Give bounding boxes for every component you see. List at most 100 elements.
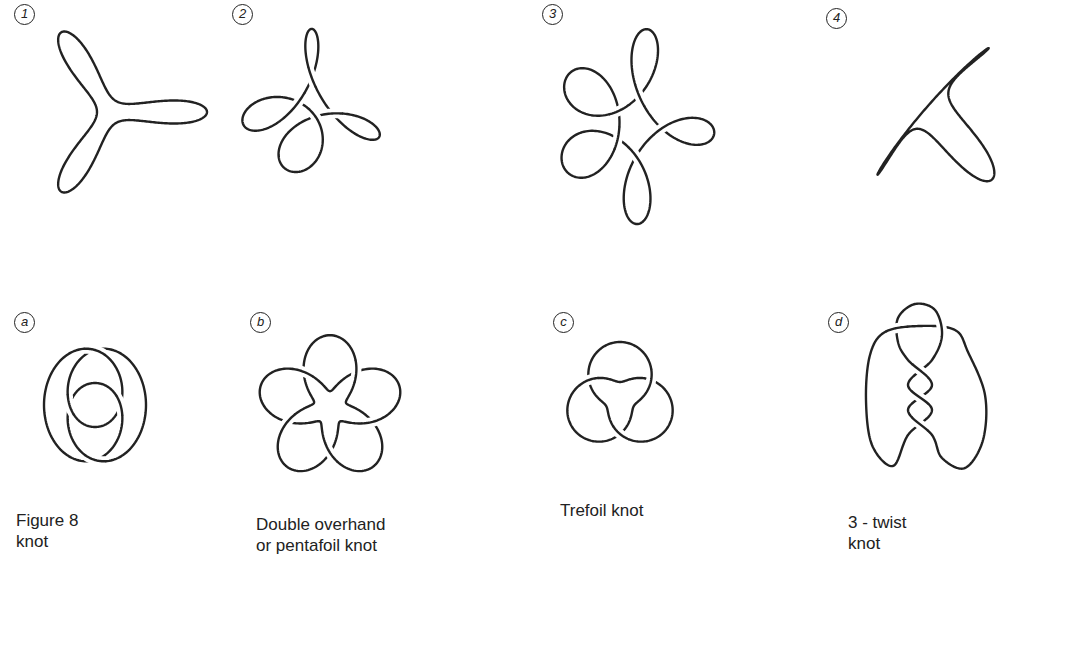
knot-drawing bbox=[562, 29, 715, 224]
crossing-gap bbox=[635, 85, 644, 105]
knot-caption: Figure 8 knot bbox=[16, 510, 98, 552]
knot-crossing bbox=[913, 365, 928, 378]
crossing-gap bbox=[614, 427, 629, 439]
crossing-gap bbox=[629, 148, 642, 166]
knot-crossing bbox=[309, 109, 320, 124]
knot-strand bbox=[44, 349, 146, 462]
over-strand bbox=[629, 148, 642, 166]
knot-crossing bbox=[654, 123, 670, 134]
crossing-gap bbox=[886, 327, 907, 332]
crossing-gap bbox=[654, 123, 670, 134]
callout-letter: 2 bbox=[232, 4, 253, 25]
knot-crossing bbox=[293, 369, 313, 377]
crossing-gap bbox=[325, 443, 337, 461]
knot-crossing bbox=[292, 93, 304, 110]
knot-crossing bbox=[614, 427, 629, 439]
callout-letter: 4 bbox=[826, 8, 847, 29]
knot-crossing bbox=[86, 455, 106, 461]
over-strand bbox=[615, 127, 620, 148]
over-strand bbox=[610, 105, 629, 114]
knot-strand bbox=[58, 32, 207, 193]
knot-drawing bbox=[567, 342, 672, 442]
callout-letter: 1 bbox=[14, 4, 35, 25]
knot-drawing bbox=[58, 32, 207, 193]
knot-drawing bbox=[44, 349, 146, 462]
knot-strand bbox=[877, 48, 994, 181]
over-strand bbox=[117, 396, 123, 415]
knot-crossing bbox=[580, 378, 598, 385]
over-strand bbox=[293, 369, 313, 377]
over-strand bbox=[309, 109, 320, 124]
over-strand bbox=[86, 455, 106, 461]
knot-strand bbox=[562, 29, 715, 224]
crossing-gap bbox=[615, 127, 620, 148]
knot-caption: Trefoil knot bbox=[560, 500, 720, 521]
crossing-gap bbox=[648, 370, 651, 389]
knot-crossing bbox=[912, 418, 927, 431]
over-strand bbox=[85, 349, 105, 355]
over-strand bbox=[355, 361, 357, 382]
over-strand bbox=[912, 391, 929, 404]
crossing-gap bbox=[86, 455, 106, 461]
knot-crossing bbox=[68, 395, 74, 414]
knot-crossing bbox=[635, 85, 644, 105]
over-strand bbox=[614, 427, 629, 439]
knot-crossing bbox=[615, 127, 620, 148]
knot-drawing bbox=[866, 304, 986, 469]
knot-crossing bbox=[912, 391, 929, 404]
crossing-gap bbox=[939, 317, 942, 336]
over-strand bbox=[886, 327, 907, 332]
knot-crossing bbox=[325, 443, 337, 461]
knot-crossing bbox=[281, 415, 294, 432]
crossing-gap bbox=[355, 361, 357, 382]
over-strand bbox=[635, 85, 644, 105]
callout-letter: b bbox=[250, 312, 271, 333]
crossing-gap bbox=[912, 418, 927, 431]
knot-caption: Double overhand or pentafoil knot bbox=[256, 514, 402, 556]
knot-crossing bbox=[886, 327, 907, 332]
knot-crossing bbox=[355, 361, 357, 382]
over-strand bbox=[654, 123, 670, 134]
crossing-gap bbox=[309, 109, 320, 124]
crossing-gap bbox=[912, 391, 929, 404]
crossing-gap bbox=[309, 68, 316, 86]
over-strand bbox=[580, 378, 598, 385]
crossing-gap bbox=[580, 378, 598, 385]
knot-crossing bbox=[309, 68, 316, 86]
knot-strand bbox=[567, 342, 672, 442]
knot-crossing bbox=[362, 418, 383, 424]
knot-drawing bbox=[877, 48, 994, 181]
over-strand bbox=[913, 365, 928, 378]
over-strand bbox=[939, 317, 942, 336]
knot-caption: 3 - twist knot bbox=[848, 512, 924, 554]
knot-crossing bbox=[117, 396, 123, 415]
crossing-gap bbox=[293, 369, 313, 377]
crossing-gap bbox=[85, 349, 105, 355]
callout-letter: 3 bbox=[542, 4, 563, 25]
crossing-gap bbox=[68, 395, 74, 414]
over-strand bbox=[648, 370, 651, 389]
knot-strand bbox=[242, 29, 379, 172]
over-strand bbox=[292, 93, 304, 110]
crossing-gap bbox=[913, 365, 928, 378]
over-strand bbox=[309, 68, 316, 86]
crossing-gap bbox=[322, 113, 342, 115]
crossing-gap bbox=[292, 93, 304, 110]
callout-letter: a bbox=[14, 312, 35, 333]
knot-crossing bbox=[648, 370, 651, 389]
knot-drawing bbox=[242, 29, 379, 172]
callout-letter: d bbox=[828, 312, 849, 333]
over-strand bbox=[281, 415, 294, 432]
over-strand bbox=[362, 418, 383, 424]
crossing-gap bbox=[117, 396, 123, 415]
knot-crossing bbox=[939, 317, 942, 336]
knot-strand bbox=[260, 335, 401, 471]
crossing-gap bbox=[362, 418, 383, 424]
knot-crossing bbox=[322, 113, 342, 115]
knot-crossing bbox=[610, 105, 629, 114]
knot-crossing bbox=[629, 148, 642, 166]
callout-letter: c bbox=[553, 312, 574, 333]
crossing-gap bbox=[610, 105, 629, 114]
